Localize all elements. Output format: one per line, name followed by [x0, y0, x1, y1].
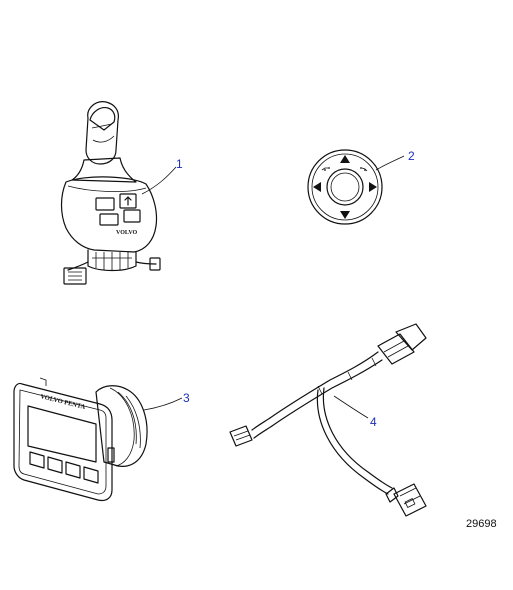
display-part: VOLVO PENTA	[13, 377, 148, 502]
callout-2[interactable]: 2	[408, 149, 415, 163]
callout-1[interactable]: 1	[176, 157, 183, 171]
harness-part	[229, 323, 427, 517]
leader-4	[333, 395, 369, 419]
leader-3	[143, 397, 183, 411]
knob-part	[307, 149, 383, 225]
leader-1	[141, 166, 177, 195]
leader-2	[375, 155, 405, 171]
callout-3[interactable]: 3	[183, 391, 190, 405]
display-brand-text: VOLVO PENTA	[40, 393, 87, 411]
joystick-brand-text: VOLVO	[116, 230, 138, 236]
joystick-part: VOLVO	[60, 101, 161, 285]
callout-4[interactable]: 4	[370, 415, 377, 429]
drawing-number: 29698	[466, 518, 497, 530]
